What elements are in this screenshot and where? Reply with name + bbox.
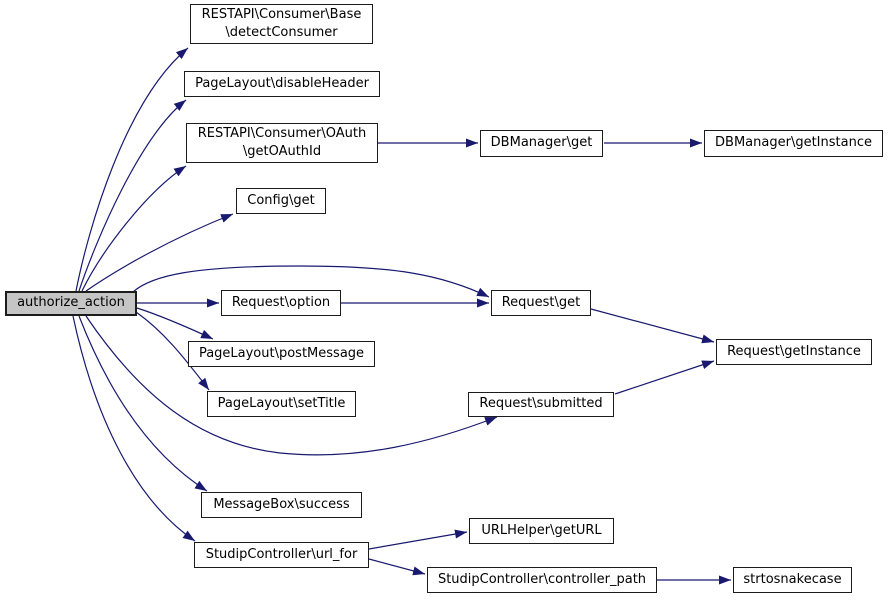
- edge-request_get-to-request_getInstance: [590, 308, 715, 344]
- node-request-option[interactable]: Request\option: [221, 290, 341, 316]
- edge-authorize_action-to-request_submitted: [85, 315, 498, 456]
- node-dbmanager-getinstance[interactable]: DBManager\getInstance: [704, 130, 883, 157]
- edge-authorize_action-to-request_get: [132, 265, 490, 298]
- edge-authorize_action-to-postMessage: [136, 307, 214, 340]
- node-pagelayout-disableheader[interactable]: PageLayout\disableHeader: [184, 71, 380, 97]
- node-urlhelper-geturl[interactable]: URLHelper\getURL: [469, 518, 614, 544]
- node-restapi-consumer-base-detectconsumer[interactable]: RESTAPI\Consumer\Base \detectConsumer: [190, 4, 373, 44]
- edge-url_for-to-getURL: [368, 529, 468, 550]
- edge-authorize_action-to-config_get: [85, 213, 234, 292]
- edge-authorize_action-to-disableHeader: [78, 99, 187, 292]
- edge-url_for-to-controller_path: [368, 558, 426, 576]
- edge-authorize_action-to-detectConsumer: [75, 47, 189, 292]
- node-strtosnakecase[interactable]: strtosnakecase: [733, 567, 852, 593]
- node-request-get[interactable]: Request\get: [491, 290, 591, 316]
- node-messagebox-success[interactable]: MessageBox\success: [201, 492, 362, 518]
- node-request-getinstance[interactable]: Request\getInstance: [716, 339, 872, 365]
- edge-request_submitted-to-request_getInstance: [614, 360, 715, 395]
- node-restapi-consumer-oauth-getoauthid[interactable]: RESTAPI\Consumer\OAuth \getOAuthId: [186, 123, 378, 163]
- edge-authorize_action-to-messagebox_success: [78, 315, 208, 492]
- node-config-get[interactable]: Config\get: [236, 188, 326, 214]
- node-request-submitted[interactable]: Request\submitted: [468, 392, 614, 417]
- edge-authorize_action-to-url_for: [72, 315, 196, 542]
- node-pagelayout-settitle[interactable]: PageLayout\setTitle: [207, 391, 356, 417]
- node-studipcontroller-url-for[interactable]: StudipController\url_for: [194, 542, 369, 568]
- edge-authorize_action-to-getOAuthId: [81, 165, 187, 292]
- node-studipcontroller-controller-path[interactable]: StudipController\controller_path: [427, 567, 657, 593]
- node-dbmanager-get[interactable]: DBManager\get: [480, 130, 603, 157]
- node-authorize-action[interactable]: authorize_action: [5, 291, 137, 316]
- edge-authorize_action-to-setTitle: [135, 311, 210, 391]
- node-pagelayout-postmessage[interactable]: PageLayout\postMessage: [188, 341, 375, 367]
